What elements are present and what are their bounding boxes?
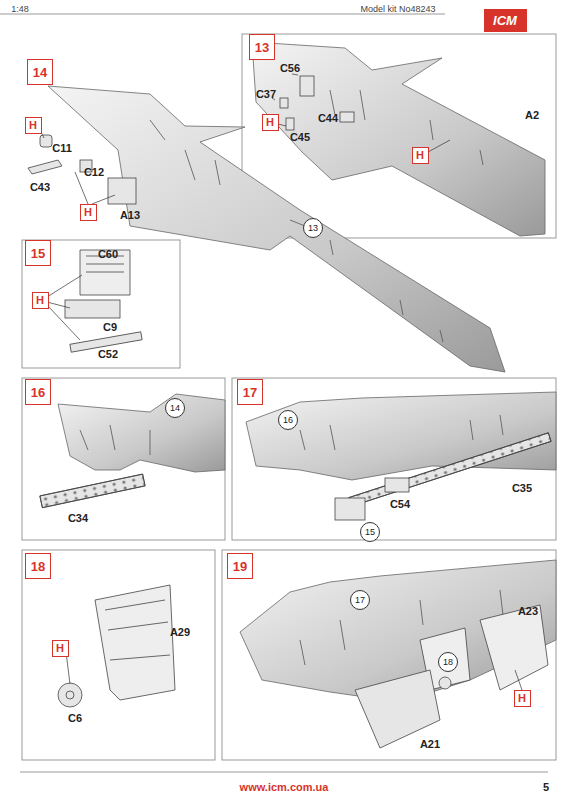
step-number: 14 — [27, 59, 53, 85]
node-text: H — [518, 692, 526, 704]
part-label: C35 — [512, 482, 532, 494]
node-text: H — [29, 119, 37, 131]
node-text: H — [266, 116, 274, 128]
part-label: www.icm.com.ua — [240, 781, 329, 793]
option-marker: H — [32, 292, 49, 309]
node-text: H — [84, 206, 92, 218]
subassembly-ref: 15 — [360, 522, 380, 542]
subassembly-ref: 16 — [278, 410, 298, 430]
node-text: 19 — [233, 559, 247, 574]
subassembly-ref: 13 — [303, 218, 323, 238]
part-label: C43 — [30, 181, 50, 193]
option-marker: H — [80, 204, 97, 221]
part-label: C56 — [280, 62, 300, 74]
part-label: A23 — [518, 605, 538, 617]
part-label: A13 — [120, 209, 140, 221]
node-text: H — [36, 294, 44, 306]
node-text: 18 — [31, 559, 45, 574]
node-text: 17 — [243, 385, 257, 400]
part-label: C52 — [98, 348, 118, 360]
node-text: 13 — [308, 223, 318, 233]
node-text: 13 — [255, 40, 269, 55]
option-marker: H — [262, 114, 279, 131]
step-number: 16 — [25, 379, 51, 405]
step-number: 13 — [249, 34, 275, 60]
part-label: C11 — [52, 142, 72, 154]
option-marker: H — [514, 690, 531, 707]
part-label: C12 — [84, 166, 104, 178]
part-label: C37 — [256, 88, 276, 100]
node-text: H — [416, 149, 424, 161]
brand-logo: ICM — [484, 9, 527, 32]
node-text: 15 — [31, 246, 45, 261]
option-marker: H — [412, 147, 429, 164]
node-text: 18 — [443, 657, 453, 667]
part-label: C9 — [103, 321, 117, 333]
step-number: 18 — [25, 553, 51, 579]
part-label: A2 — [525, 109, 539, 121]
step-number: 15 — [25, 240, 51, 266]
node-text: 16 — [283, 415, 293, 425]
part-label: Model kit No48243 — [360, 4, 435, 14]
subassembly-ref: 18 — [438, 652, 458, 672]
node-text: ICM — [493, 13, 517, 28]
option-marker: H — [52, 640, 69, 657]
node-text: 15 — [365, 527, 375, 537]
node-text: 14 — [33, 65, 47, 80]
subassembly-ref: 17 — [350, 590, 370, 610]
part-label: C6 — [68, 712, 82, 724]
part-label: 1:48 — [11, 4, 29, 14]
part-label: 5 — [543, 781, 549, 793]
part-label: C54 — [390, 498, 410, 510]
part-label: C60 — [98, 248, 118, 260]
subassembly-ref: 14 — [165, 398, 185, 418]
step-number: 17 — [237, 379, 263, 405]
option-marker: H — [25, 117, 42, 134]
part-label: C45 — [290, 131, 310, 143]
part-label: C44 — [318, 112, 338, 124]
step-number: 19 — [227, 553, 253, 579]
node-text: H — [56, 642, 64, 654]
part-label: A29 — [170, 626, 190, 638]
part-label: A21 — [420, 738, 440, 750]
node-text: 16 — [31, 385, 45, 400]
node-text: 14 — [170, 403, 180, 413]
node-text: 17 — [355, 595, 365, 605]
part-label: C34 — [68, 512, 88, 524]
